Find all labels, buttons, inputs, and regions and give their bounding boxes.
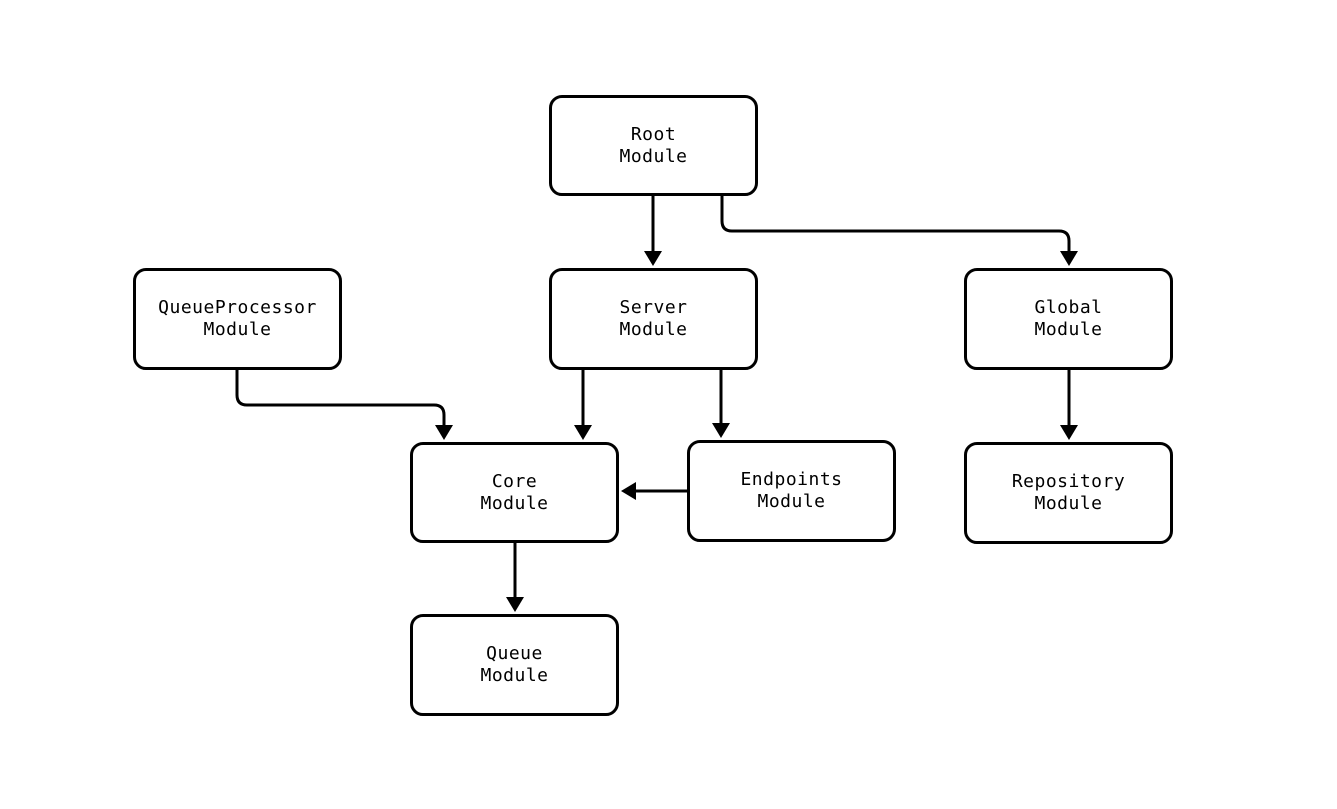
arrowhead-core-queue xyxy=(506,597,524,612)
node-core-module[interactable]: Core Module xyxy=(410,442,619,543)
node-queue-module[interactable]: Queue Module xyxy=(410,614,619,716)
node-root-module[interactable]: Root Module xyxy=(549,95,758,196)
node-root-module-line2: Module xyxy=(619,145,688,167)
node-server-module-line1: Server xyxy=(619,297,688,318)
node-core-module-line1: Core xyxy=(491,470,538,492)
node-endpoints-module-line2: Module xyxy=(757,491,826,512)
node-global-module-line2: Module xyxy=(1034,319,1103,340)
node-server-module-line2: Module xyxy=(619,319,688,340)
node-queueprocessor-module[interactable]: QueueProcessor Module xyxy=(133,268,342,370)
node-endpoints-module-line1: Endpoints xyxy=(740,469,843,490)
arrowhead-queueprocessor-core xyxy=(435,425,453,440)
edge-root-global xyxy=(720,196,1071,258)
node-repository-module-line2: Module xyxy=(1034,493,1103,514)
arrowhead-global-repository xyxy=(1060,425,1078,440)
arrowhead-root-global xyxy=(1060,251,1078,266)
node-server-module[interactable]: Server Module xyxy=(549,268,758,370)
node-repository-module-line1: Repository xyxy=(1011,471,1126,492)
node-global-module-line1: Global xyxy=(1034,297,1103,318)
node-endpoints-module[interactable]: Endpoints Module xyxy=(687,440,896,542)
arrowhead-server-core xyxy=(574,425,592,440)
node-queue-module-line2: Module xyxy=(480,665,549,686)
arrowhead-endpoints-core xyxy=(621,482,636,500)
arrowhead-root-server xyxy=(644,251,662,266)
node-queueprocessor-module-line2: Module xyxy=(203,319,272,340)
node-root-module-line1: Root xyxy=(630,123,677,145)
edge-queueprocessor-core xyxy=(235,370,446,432)
node-queue-module-line1: Queue xyxy=(486,643,543,664)
node-global-module[interactable]: Global Module xyxy=(964,268,1173,370)
node-core-module-line2: Module xyxy=(480,492,549,514)
arrowhead-server-endpoints xyxy=(712,423,730,438)
node-queueprocessor-module-line1: QueueProcessor xyxy=(158,297,317,318)
node-repository-module[interactable]: Repository Module xyxy=(964,442,1173,544)
